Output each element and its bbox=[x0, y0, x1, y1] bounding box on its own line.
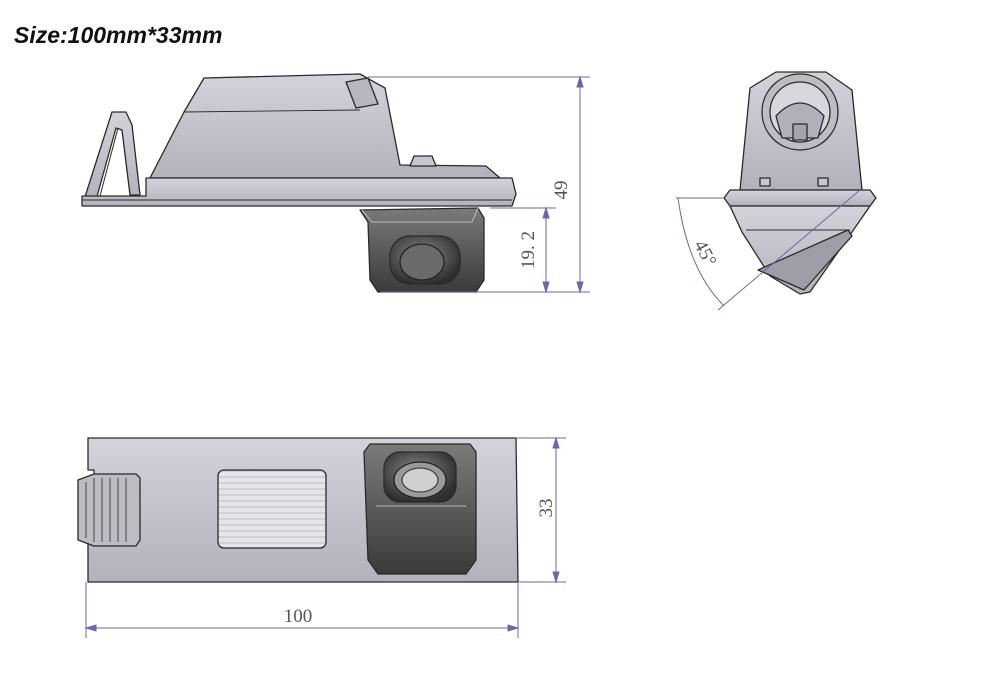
front-flange bbox=[723, 189, 877, 207]
top-dimensions bbox=[84, 436, 566, 638]
angle-dimension bbox=[676, 189, 861, 311]
front-camera-wedge bbox=[729, 205, 871, 295]
housing-body bbox=[149, 73, 501, 179]
label-pad bbox=[217, 469, 327, 549]
front-view bbox=[723, 71, 877, 295]
size-title: Size:100mm*33mm bbox=[14, 22, 223, 48]
side-dimensions bbox=[368, 75, 590, 294]
angle-45-label: 45° bbox=[689, 237, 720, 270]
base-plate bbox=[81, 177, 517, 207]
small-tab bbox=[409, 155, 437, 167]
top-view bbox=[77, 437, 519, 583]
side-view bbox=[81, 73, 517, 293]
dimension-33-label: 33 bbox=[536, 499, 557, 518]
dimension-100-label: 100 bbox=[284, 606, 313, 627]
top-clip bbox=[77, 473, 141, 547]
top-tab bbox=[345, 77, 379, 109]
dimension-49-label: 49 bbox=[551, 181, 572, 200]
dimension-19-2-label: 19. 2 bbox=[518, 231, 539, 269]
mounting-clip bbox=[83, 111, 141, 201]
